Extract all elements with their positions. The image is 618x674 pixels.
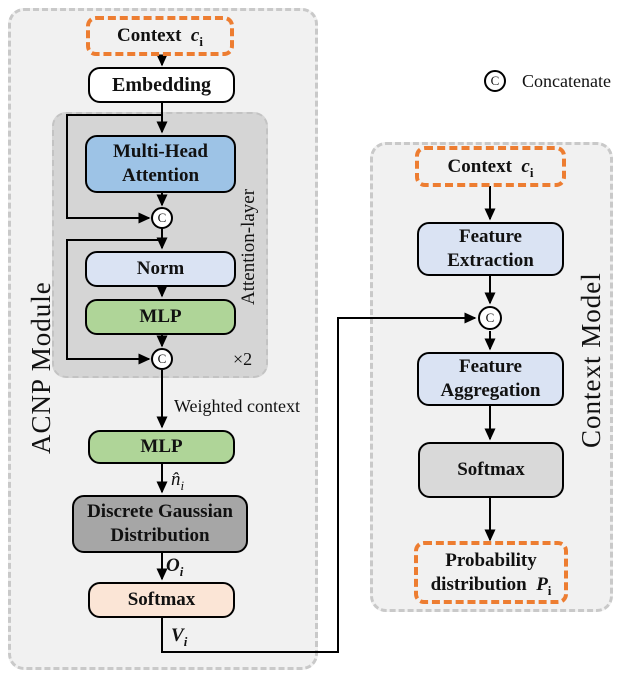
- context-input-label: Context ci: [117, 25, 203, 49]
- softmax-acnp-box: Softmax: [88, 582, 235, 618]
- concat-node-1: C: [151, 207, 173, 229]
- dgd-label-line1: Discrete Gaussian: [87, 501, 233, 523]
- feature-aggregation-line1: Feature: [459, 356, 522, 378]
- legend-concatenate: C Concatenate: [484, 70, 611, 92]
- skip-connection-1: [66, 114, 162, 224]
- mlp-output-box: MLP: [88, 430, 235, 464]
- embedding-label: Embedding: [112, 73, 211, 96]
- dgd-label-line2: Distribution: [110, 525, 210, 546]
- context-input-model-label: Context ci: [447, 155, 534, 180]
- weighted-context-label: Weighted context: [174, 396, 301, 416]
- mha-label-line1: Multi-Head: [113, 141, 208, 163]
- concat-node-3-letter: C: [485, 310, 495, 325]
- probability-distribution-box: Probability distribution Pi: [414, 541, 568, 604]
- embedding-box: Embedding: [88, 67, 235, 103]
- concatenate-icon-letter: C: [490, 73, 500, 88]
- mha-label-line2: Attention: [121, 165, 200, 186]
- concat-node-1-letter: C: [157, 210, 167, 225]
- feature-extraction-line2: Extraction: [447, 250, 534, 271]
- feature-aggregation-box: Feature Aggregation: [417, 352, 564, 406]
- feature-aggregation-line2: Aggregation: [440, 380, 541, 401]
- context-model-title: Context Model: [576, 272, 606, 448]
- softmax-acnp-label: Softmax: [127, 589, 196, 611]
- probability-line1: Probability: [445, 549, 537, 571]
- acnp-to-context-model-wire: [161, 312, 477, 653]
- mlp-attention-box: MLP: [85, 299, 236, 335]
- attention-layer-title: Attention-layer: [238, 188, 259, 306]
- concatenate-icon: C: [484, 70, 506, 92]
- softmax-model-box: Softmax: [418, 442, 564, 498]
- concat-node-3: C: [478, 306, 502, 330]
- legend-label: Concatenate: [522, 70, 611, 91]
- n-hat-label: n̂i: [171, 469, 185, 493]
- skip-connection-2: [66, 239, 162, 365]
- concat-node-2: C: [151, 348, 173, 370]
- norm-box: Norm: [85, 251, 236, 287]
- softmax-model-label: Softmax: [457, 459, 525, 481]
- context-input-box-model: Context ci: [415, 146, 566, 187]
- norm-label: Norm: [136, 258, 185, 280]
- repeat-times-label: ×2: [233, 349, 253, 369]
- feature-extraction-box: Feature Extraction: [417, 222, 564, 276]
- concat-node-2-letter: C: [157, 351, 167, 366]
- mlp-output-label: MLP: [140, 436, 183, 458]
- probability-line2: distribution Pi: [430, 573, 552, 598]
- mlp-attention-label: MLP: [139, 306, 182, 328]
- v-i-label: Vi: [171, 625, 188, 649]
- o-i-label: Oi: [166, 555, 184, 579]
- multi-head-attention-box: Multi-Head Attention: [85, 135, 236, 193]
- acnp-module-title: ACNP Module: [26, 281, 56, 455]
- discrete-gaussian-box: Discrete Gaussian Distribution: [72, 495, 248, 553]
- context-input-box-acnp: Context ci: [86, 16, 234, 56]
- feature-extraction-line1: Feature: [459, 226, 522, 248]
